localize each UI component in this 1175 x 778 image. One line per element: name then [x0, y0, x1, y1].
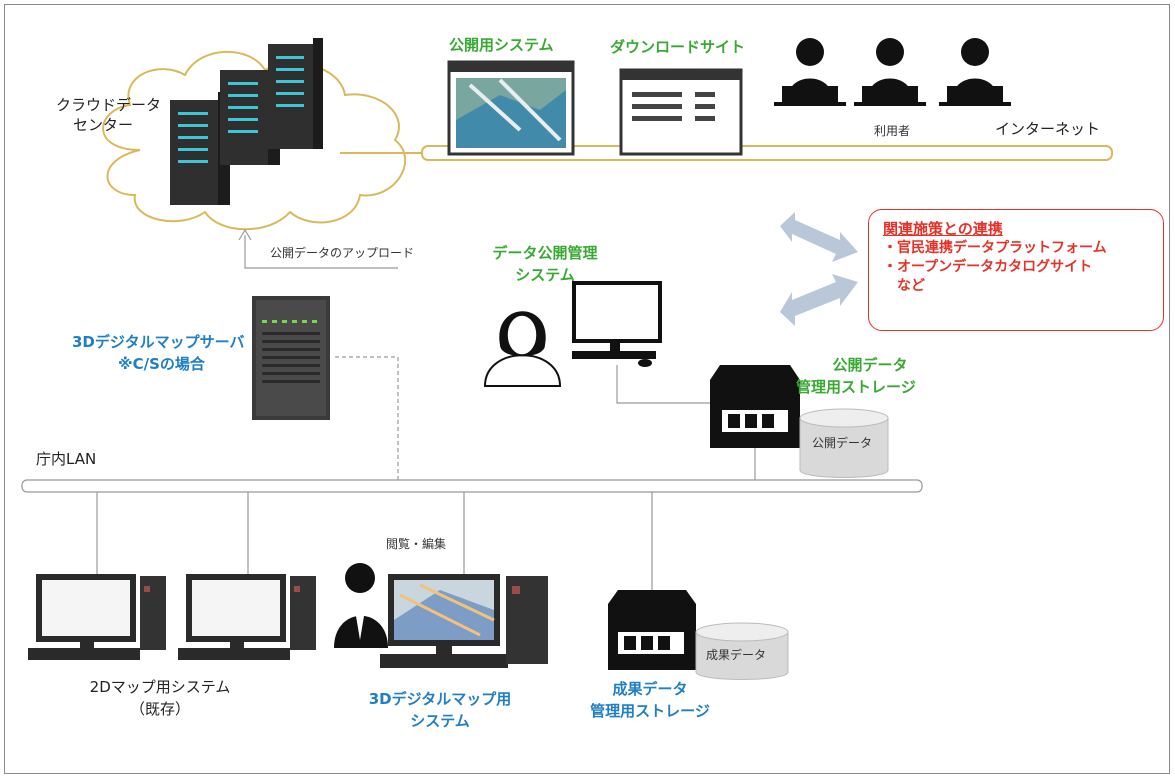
download-site-label: ダウンロードサイト — [610, 38, 746, 56]
related-item: ・官民連携データプラットフォーム — [883, 240, 1107, 256]
browser-window-icon — [447, 60, 575, 156]
system-3d-label-2: システム — [410, 712, 470, 730]
person-icon — [334, 563, 388, 648]
public-storage-label-2: 管理用ストレージ — [796, 378, 916, 396]
data-publish-mgmt-label-2: システム — [515, 266, 575, 284]
system-2d-label: 2Dマップ用システム — [89, 678, 231, 696]
cloud-datacenter-label: クラウドデータ — [56, 96, 162, 114]
view-edit-label: 閲覧・編集 — [386, 537, 447, 551]
related-item: など — [883, 277, 925, 294]
person-icon — [774, 38, 846, 106]
related-title: 関連施策との連携 — [883, 220, 1003, 238]
diagram-frame — [4, 4, 1170, 774]
lan-line — [21, 479, 923, 493]
cloud-datacenter-label-2: センター — [73, 116, 134, 134]
lan-label: 庁内LAN — [36, 450, 97, 468]
database-icon — [695, 622, 789, 680]
server-label: 3Dデジタルマップサーバ — [72, 333, 245, 351]
result-data-db-label: 成果データ — [706, 648, 767, 662]
public-storage-label: 公開データ — [832, 356, 908, 374]
storage-icon — [608, 590, 696, 670]
public-system-label: 公開用システム — [449, 36, 554, 54]
server-rack-icon — [252, 296, 330, 420]
browser-window-icon — [619, 68, 743, 156]
monitor-icon — [572, 281, 662, 367]
person-icon — [854, 38, 926, 106]
public-data-db-label: 公開データ — [812, 436, 873, 450]
related-item: ・オープンデータカタログサイト — [883, 258, 1093, 275]
system-3d-label: 3Dデジタルマップ用 — [368, 690, 512, 708]
result-storage-label: 成果データ — [612, 680, 688, 698]
server-label-2: ※C/Sの場合 — [118, 355, 205, 373]
server-rack-icon — [170, 38, 323, 205]
monitor-icon — [28, 574, 166, 660]
double-arrow-icon — [780, 212, 858, 326]
person-icon — [483, 311, 562, 387]
internet-label: インターネット — [995, 120, 1101, 138]
database-icon — [799, 408, 889, 478]
data-publish-mgmt-label: データ公開管理 — [492, 244, 598, 262]
monitor-icon — [178, 574, 316, 660]
system-2d-label-2: （既存） — [129, 700, 190, 718]
person-icon — [939, 38, 1011, 106]
users-label: 利用者 — [874, 124, 911, 138]
storage-icon — [710, 365, 800, 448]
upload-label: 公開データのアップロード — [270, 246, 415, 260]
result-storage-label-2: 管理用ストレージ — [590, 702, 710, 720]
monitor-icon — [380, 574, 548, 668]
related-initiatives-box: 関連施策との連携 ・官民連携データプラットフォーム ・オープンデータカタログサイ… — [868, 209, 1164, 331]
